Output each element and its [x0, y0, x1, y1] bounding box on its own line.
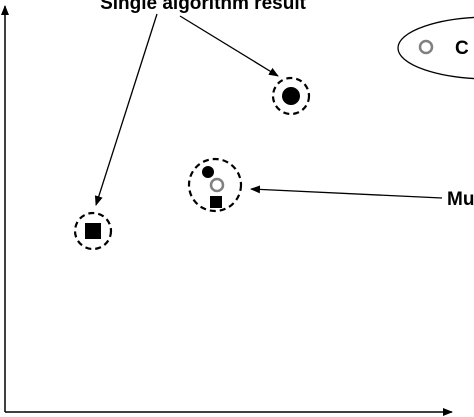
dashed-ring — [73, 211, 113, 251]
hollow-circle-icon — [209, 177, 225, 193]
multi-result-label: Mu — [447, 189, 474, 210]
single-result-square — [73, 211, 113, 251]
dashed-ring — [271, 76, 311, 116]
dashed-ring — [187, 157, 243, 213]
legend-ellipse — [397, 16, 474, 80]
arrow-to-circle — [179, 15, 279, 77]
label-arrows — [94, 13, 279, 206]
axes — [0, 5, 453, 416]
single-result-circle — [271, 76, 311, 116]
multi-result-cluster — [187, 157, 243, 213]
legend: C — [397, 16, 474, 80]
filled-circle-icon — [282, 87, 300, 105]
arrow-to-square — [94, 13, 158, 206]
legend-hollow-circle-icon — [418, 39, 434, 55]
filled-square-icon — [85, 223, 101, 239]
legend-text: C — [455, 38, 469, 59]
single-result-label: Single algorithm result — [100, 0, 307, 14]
arrow-to-cluster — [250, 185, 443, 199]
filled-square-icon — [210, 196, 222, 208]
filled-circle-icon — [202, 166, 214, 178]
